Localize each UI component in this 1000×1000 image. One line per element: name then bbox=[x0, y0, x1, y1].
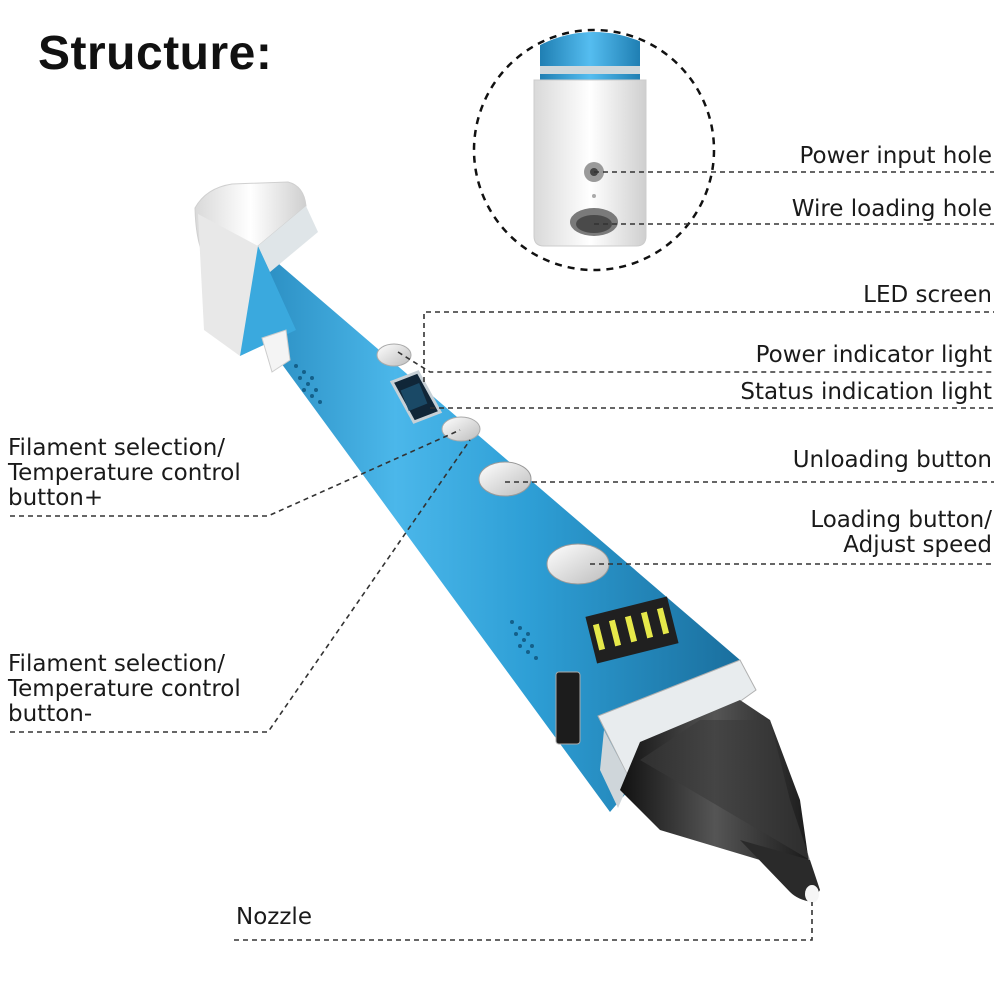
label-power-indicator-light: Power indicator light bbox=[756, 343, 992, 368]
side-port bbox=[556, 672, 580, 744]
label-filament-minus-line1: Filament selection/ bbox=[8, 652, 241, 677]
label-nozzle: Nozzle bbox=[236, 905, 312, 930]
zoom-detail bbox=[474, 20, 714, 270]
filament-plus-button bbox=[442, 417, 480, 441]
label-status-indication-light: Status indication light bbox=[740, 380, 992, 405]
label-filament-minus: Filament selection/ Temperature control … bbox=[8, 652, 241, 727]
nozzle-tip bbox=[805, 885, 819, 903]
power-indicator-light bbox=[377, 344, 411, 366]
unloading-button bbox=[479, 462, 531, 496]
label-filament-plus-line1: Filament selection/ bbox=[8, 436, 241, 461]
label-filament-plus-line3: button+ bbox=[8, 486, 241, 511]
pen-body-group bbox=[195, 182, 820, 903]
label-loading-line2: Adjust speed bbox=[810, 533, 992, 558]
label-unloading-button: Unloading button bbox=[793, 448, 992, 473]
label-filament-plus: Filament selection/ Temperature control … bbox=[8, 436, 241, 511]
label-loading-line1: Loading button/ bbox=[810, 508, 992, 533]
label-filament-minus-line3: button- bbox=[8, 702, 241, 727]
leader-nozzle bbox=[234, 902, 812, 940]
label-filament-minus-line2: Temperature control bbox=[8, 677, 241, 702]
label-loading-button: Loading button/ Adjust speed bbox=[810, 508, 992, 558]
label-wire-loading-hole: Wire loading hole bbox=[792, 197, 992, 222]
label-power-input-hole: Power input hole bbox=[799, 144, 992, 169]
label-led-screen: LED screen bbox=[863, 283, 992, 308]
label-filament-plus-line2: Temperature control bbox=[8, 461, 241, 486]
